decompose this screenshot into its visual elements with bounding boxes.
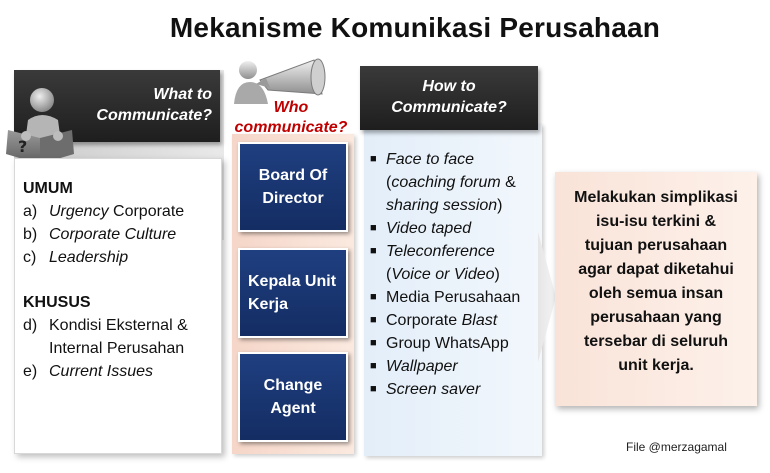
- channel-text-part: Wallpaper: [386, 358, 458, 375]
- channel-text: Screen saver: [386, 378, 538, 401]
- role-box-change-agent: Change Agent: [238, 352, 348, 442]
- what-list: UMUM a) Urgency Corporate b) Corporate Cultu…: [23, 177, 215, 383]
- square-bullet-icon: ■: [370, 383, 377, 395]
- list-item: c) Leadership: [23, 246, 215, 269]
- how-header: How to Communicate?: [360, 66, 538, 130]
- square-bullet-icon: ■: [370, 222, 377, 234]
- how-list: ■Face to face (coaching forum & sharing …: [370, 148, 538, 401]
- channel-item: ■ Corporate Blast: [370, 309, 538, 332]
- item-text-part: Kondisi Eksternal & Internal Perusahan: [49, 317, 188, 357]
- channel-text-part: Screen saver: [386, 381, 481, 398]
- result-line: tujuan perusahaan: [584, 237, 728, 254]
- square-bullet-icon: ■: [370, 360, 377, 372]
- item-marker: a): [23, 203, 38, 220]
- channel-text-part: sharing session: [386, 197, 498, 214]
- result-box: Melakukan simplikasi isu-isu terkini & tuj…: [555, 172, 757, 406]
- role-box-board-of-director: Board Of Director: [238, 142, 348, 232]
- arrow-chevron-icon: [538, 232, 556, 362]
- who-header-line-1: Who: [273, 99, 309, 116]
- channel-text-part: (: [386, 174, 392, 191]
- item-text-part: Corporate Culture: [49, 226, 177, 243]
- channel-text-part: ): [494, 266, 500, 283]
- item-marker: c): [23, 249, 37, 266]
- channel-text: Corporate Blast: [386, 309, 538, 332]
- channel-text-part: ): [497, 197, 503, 214]
- item-marker: e): [23, 363, 38, 380]
- channel-text-part: Face to face: [386, 151, 475, 168]
- channel-item: ■ Media Perusahaan: [370, 286, 538, 309]
- section-title: UMUM: [23, 180, 73, 197]
- channel-item: ■ Video taped: [370, 217, 538, 240]
- role-box-kepala-unit-kerja: Kepala Unit Kerja: [238, 248, 348, 338]
- channel-item: ■ Teleconference (Voice or Video): [370, 240, 538, 286]
- result-line: tersebar di seluruh: [583, 333, 729, 350]
- result-line: Melakukan simplikasi: [574, 189, 738, 206]
- list-item: d) Kondisi Eksternal & Internal Perusahan: [23, 314, 215, 360]
- section-gap: [23, 269, 215, 291]
- channel-item: ■ Group WhatsApp: [370, 332, 538, 355]
- megaphone-icon: [234, 58, 326, 104]
- channel-item: ■ Wallpaper: [370, 355, 538, 378]
- channel-text: Video taped: [386, 217, 538, 240]
- credit-text: File @merzagamal: [626, 440, 727, 454]
- item-text: Urgency Corporate: [49, 200, 184, 223]
- channel-text-part: Media Perusahaan: [386, 289, 521, 306]
- diagram-title: Mekanisme Komunikasi Perusahaan: [169, 12, 661, 43]
- item-text: Current Issues: [49, 360, 153, 383]
- square-bullet-icon: ■: [370, 314, 377, 326]
- item-marker: d): [23, 317, 38, 334]
- square-bullet-icon: ■: [370, 337, 377, 349]
- person-reading-book-icon: ?: [6, 88, 74, 164]
- what-header-line-2: Communicate?: [96, 107, 212, 124]
- list-item: a) Urgency Corporate: [23, 200, 215, 223]
- channel-item: ■ Screen saver: [370, 378, 538, 401]
- channel-text-part: Corporate: [386, 312, 462, 329]
- channel-item: ■ Face to face (coaching forum & sharing …: [370, 148, 538, 217]
- channel-text-part: Teleconference: [386, 243, 495, 260]
- who-header-line-2: communicate?: [234, 119, 348, 136]
- how-column: ■Face to face (coaching forum & sharing …: [364, 124, 542, 456]
- result-line: perusahaan yang: [590, 309, 722, 326]
- what-header-line-1: What to: [153, 86, 212, 103]
- result-line: unit kerja.: [618, 357, 694, 374]
- channel-text: Face to face (coaching forum & sharing s…: [386, 148, 538, 217]
- channel-text-part: Video taped: [386, 220, 472, 237]
- square-bullet-icon: ■: [370, 153, 377, 165]
- channel-text-part: &: [500, 174, 516, 191]
- item-text: Corporate Culture: [49, 223, 176, 246]
- item-text-part: Current Issues: [49, 363, 154, 380]
- channel-text: Group WhatsApp: [386, 332, 538, 355]
- result-text: Melakukan simplikasi isu-isu terkini & tuj…: [555, 186, 757, 378]
- svg-text:?: ?: [18, 137, 27, 156]
- item-text-part: Leadership: [49, 249, 129, 266]
- item-text: Kondisi Eksternal & Internal Perusahan: [49, 314, 215, 360]
- section-title: KHUSUS: [23, 294, 91, 311]
- square-bullet-icon: ■: [370, 245, 377, 257]
- square-bullet-icon: ■: [370, 291, 377, 303]
- list-item: e) Current Issues: [23, 360, 215, 383]
- channel-text-part: coaching forum: [391, 174, 501, 191]
- result-line: isu-isu terkini &: [595, 213, 717, 230]
- channel-text-part: (: [386, 266, 392, 283]
- channel-text-part: Blast: [461, 312, 498, 329]
- result-line: oleh semua insan: [588, 285, 724, 302]
- result-line: agar dapat diketahui: [578, 261, 734, 278]
- how-header-line-2: Communicate?: [391, 99, 507, 116]
- channel-text: Wallpaper: [386, 355, 538, 378]
- how-header-line-1: How to: [422, 78, 476, 95]
- list-item: b) Corporate Culture: [23, 223, 215, 246]
- who-header: Who communicate?: [226, 98, 356, 138]
- item-text: Leadership: [49, 246, 128, 269]
- channel-text-part: Voice or Video: [391, 266, 495, 283]
- channel-text: Teleconference (Voice or Video): [386, 240, 538, 286]
- item-text-part: Corporate: [108, 203, 185, 220]
- item-text-part: Urgency: [49, 203, 109, 220]
- channel-text: Media Perusahaan: [386, 286, 538, 309]
- item-marker: b): [23, 226, 38, 243]
- what-content-box: UMUM a) Urgency Corporate b) Corporate Cultu…: [14, 158, 222, 454]
- channel-text-part: Group WhatsApp: [386, 335, 509, 352]
